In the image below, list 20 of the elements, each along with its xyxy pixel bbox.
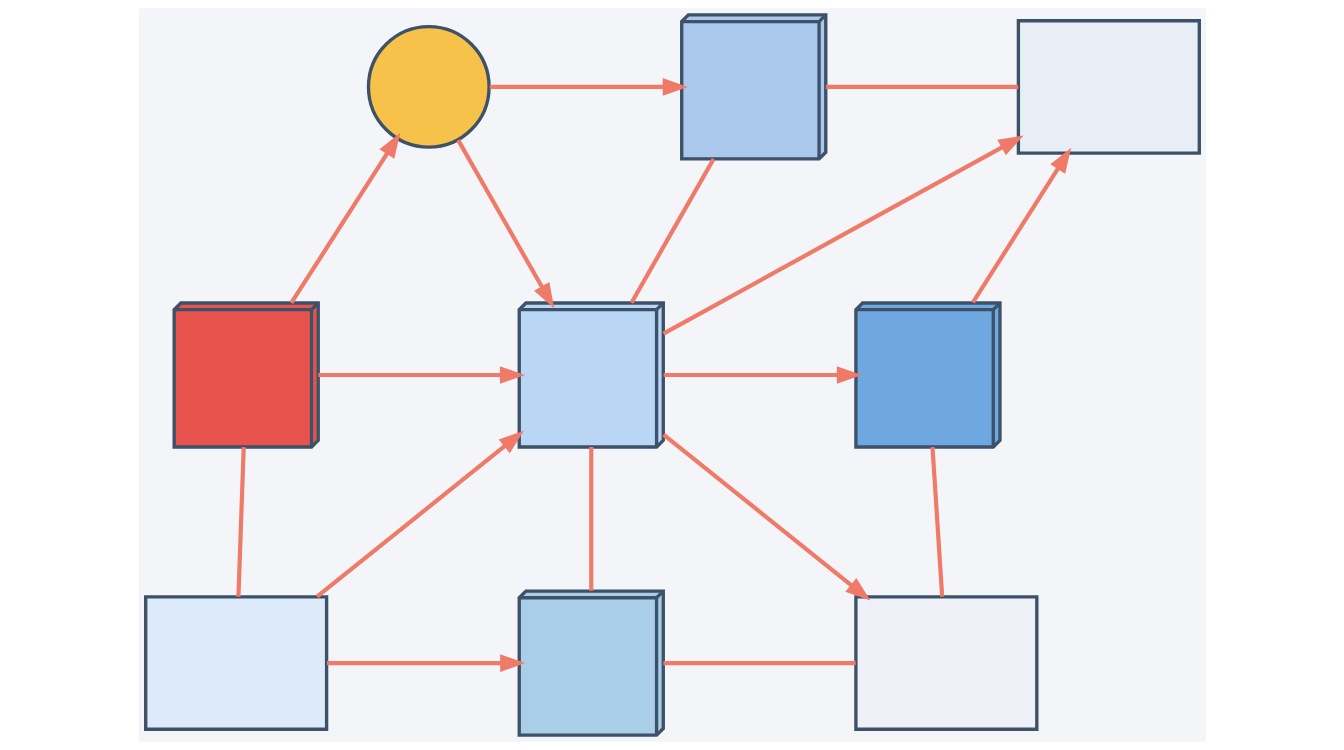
node-box bbox=[1016, 19, 1201, 155]
arrow bbox=[663, 366, 862, 384]
connector bbox=[588, 447, 593, 591]
arrow bbox=[289, 132, 400, 305]
arrow bbox=[662, 135, 1024, 336]
connector bbox=[825, 84, 1018, 89]
arrow bbox=[489, 78, 688, 96]
node-box bbox=[853, 595, 1038, 731]
node-person bbox=[366, 24, 491, 149]
connector bbox=[662, 661, 856, 666]
arrow bbox=[970, 147, 1071, 304]
arrow bbox=[661, 433, 870, 601]
connector bbox=[929, 446, 944, 597]
arrow bbox=[317, 366, 525, 384]
arrow bbox=[326, 654, 525, 672]
arrow bbox=[455, 139, 554, 309]
arrow bbox=[315, 430, 524, 599]
connector bbox=[235, 447, 246, 597]
node-box bbox=[143, 595, 328, 731]
connector bbox=[629, 157, 715, 304]
